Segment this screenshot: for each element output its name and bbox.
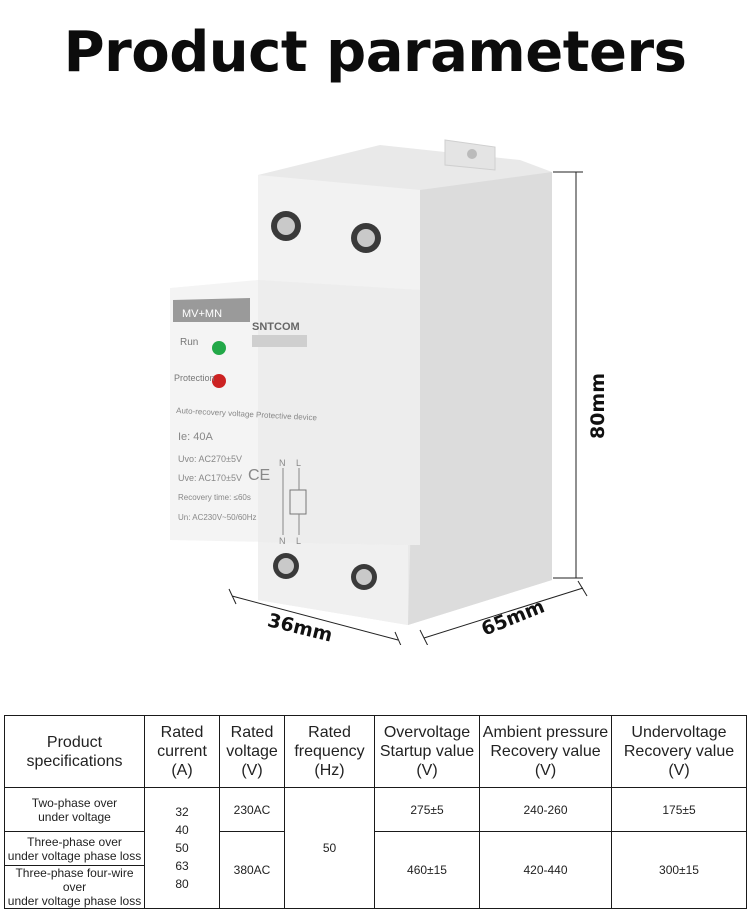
terminal-n-bottom: N — [279, 536, 286, 546]
page-title: Product parameters — [63, 20, 687, 85]
undervoltage-1: 175±5 — [611, 787, 747, 832]
device-uvo: Uvo: AC270±5V — [178, 454, 242, 464]
undervoltage-2: 300±15 — [611, 831, 747, 909]
overvoltage-1: 275±5 — [374, 787, 480, 832]
brand-label: SNTCOM — [252, 321, 300, 333]
terminal-l-bottom: L — [296, 536, 301, 546]
terminal-l-top: L — [296, 458, 301, 468]
dimension-lines — [228, 171, 588, 645]
voltage-380: 380AC — [219, 831, 285, 909]
protection-label: Protection — [174, 373, 215, 383]
device-uve: Uve: AC170±5V — [178, 473, 242, 483]
overvoltage-2: 460±15 — [374, 831, 480, 909]
ambient-1: 240-260 — [479, 787, 612, 832]
device-rating: Ie: 40A — [178, 431, 214, 443]
model-tag: MV+MN — [182, 308, 222, 320]
dimension-height: 80mm — [587, 372, 610, 440]
device-recovery-time: Recovery time: ≤60s — [178, 493, 251, 502]
ambient-2: 420-440 — [479, 831, 612, 909]
run-label: Run — [180, 337, 198, 348]
current-values: 32 40 50 63 80 — [144, 787, 220, 909]
device-un: Un: AC230V~50/60Hz — [178, 513, 257, 522]
terminal-n-top: N — [279, 458, 286, 468]
frequency-value: 50 — [284, 787, 375, 909]
ce-mark: CE — [248, 467, 270, 484]
voltage-230: 230AC — [219, 787, 285, 832]
product-image: MV+MN SNTCOM Run Protection Auto-recover… — [170, 139, 588, 645]
